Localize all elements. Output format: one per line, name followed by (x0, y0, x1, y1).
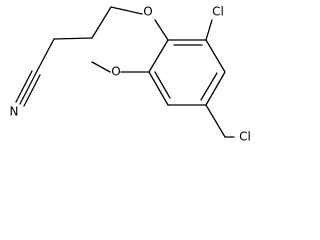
atom-label-chloromethyl: Cl (239, 130, 251, 144)
ring-bond-3 (205, 71, 226, 106)
ring-double-bond-b (200, 72, 218, 101)
bond-ring-to-ch2cl (205, 104, 226, 138)
triple-bond-line-1 (19, 72, 37, 105)
bond-methoxy-oxygen-to-methyl (91, 61, 111, 73)
atom-label-methoxy-oxygen: O (111, 65, 120, 79)
nitrile-triple-bond (15, 70, 41, 107)
chemical-structure-diagram: Cl O O N Cl (10, 5, 251, 144)
atom-label-ring-chlorine: Cl (212, 5, 224, 19)
triple-bond-line-3 (23, 74, 41, 107)
ring-double-bond-c (154, 71, 171, 99)
bond-chain-3-to-nitrile-carbon (35, 38, 55, 74)
bond-oxygen-to-chain-1 (110, 6, 143, 15)
structure-canvas: Cl O O N Cl (9, 4, 251, 144)
ring-bond-6 (148, 39, 169, 73)
bond-chain-2-to-3 (53, 37, 93, 40)
ring-bond-2 (205, 39, 226, 73)
bond-chain-1-to-2 (91, 6, 112, 39)
atom-label-ether-oxygen: O (143, 5, 152, 19)
ring-bond-5 (148, 71, 169, 106)
benzene-ring (148, 39, 226, 106)
bond-ring-to-chlorine (205, 19, 213, 41)
atom-label-nitrile-nitrogen: N (10, 105, 19, 119)
triple-bond-line-2 (15, 70, 33, 103)
bond-ring-to-ether-oxygen (154, 19, 169, 41)
